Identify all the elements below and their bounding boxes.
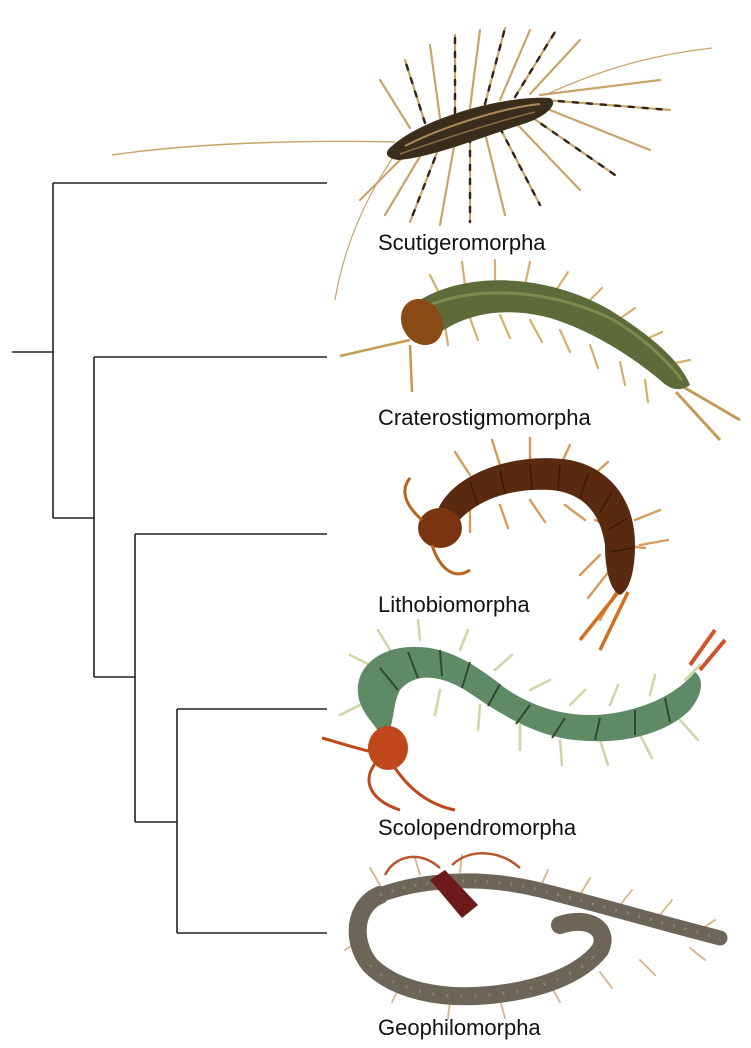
scolopendromorpha-photo <box>322 620 725 810</box>
label-geophilomorpha: Geophilomorpha <box>378 1015 541 1041</box>
label-scolopendromorpha: Scolopendromorpha <box>378 815 576 841</box>
tree-branches <box>12 183 327 933</box>
label-craterostigmomorpha: Craterostigmomorpha <box>378 405 591 431</box>
label-scutigeromorpha: Scutigeromorpha <box>378 230 546 256</box>
label-lithobiomorpha: Lithobiomorpha <box>378 592 530 618</box>
lithobiomorpha-photo <box>405 438 668 650</box>
scutigeromorpha-photo <box>112 28 712 300</box>
geophilomorpha-photo <box>345 853 720 1018</box>
